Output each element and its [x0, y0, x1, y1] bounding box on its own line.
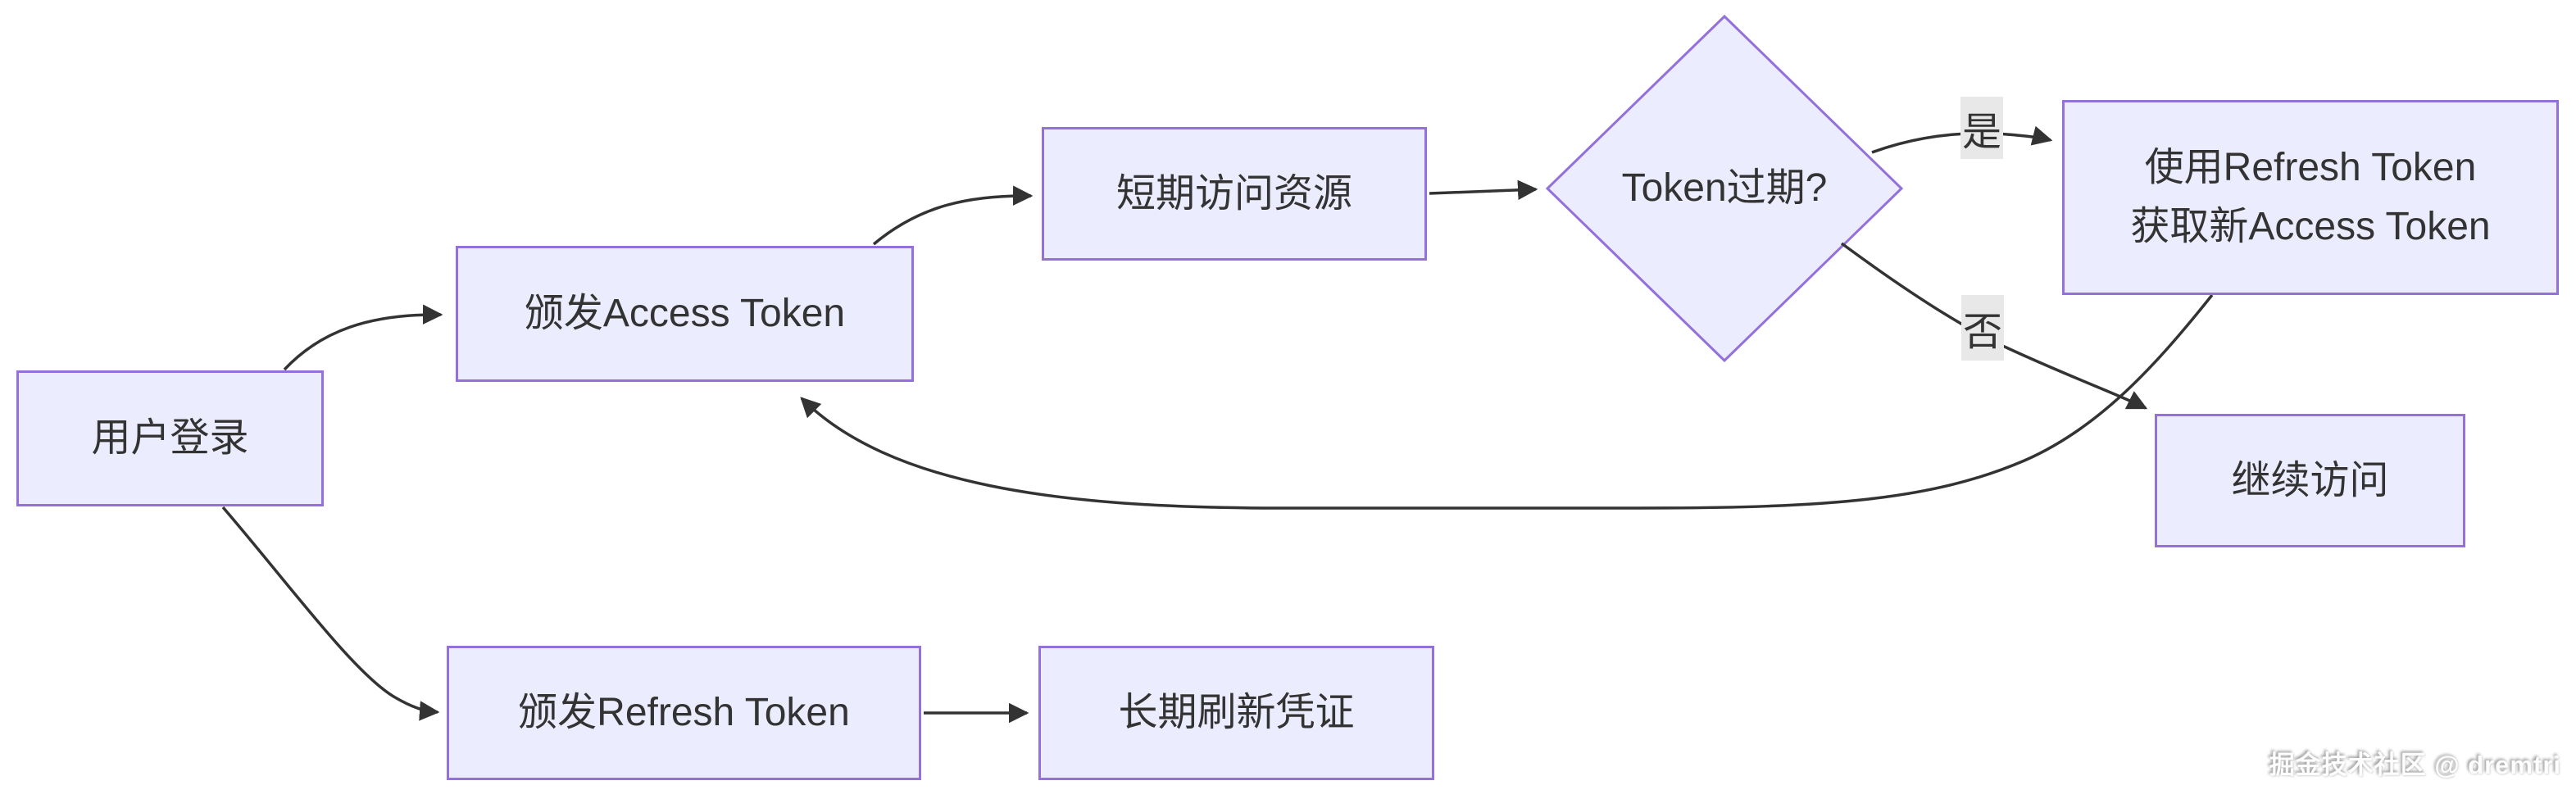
node-issue-access-token-label: 颁发Access Token [524, 292, 846, 335]
node-token-expired-label: Token过期? [1621, 166, 1828, 210]
edge-label-yes-text: 是 [1961, 111, 2001, 154]
edge-label-no-text: 否 [1962, 311, 2002, 354]
node-short-term-resource-label: 短期访问资源 [1115, 171, 1352, 216]
node-use-refresh-token-line1: 使用Refresh Token [2144, 146, 2477, 189]
token-expired-diamond-shape [1545, 14, 1904, 363]
node-issue-refresh-token-label: 颁发Refresh Token [518, 691, 850, 734]
node-long-term-credential: 长期刷新凭证 [1038, 646, 1434, 780]
edge-label-yes: 是 [1960, 97, 2003, 159]
node-use-refresh-token-label: 使用Refresh Token 获取新Access Token [2130, 138, 2490, 256]
node-use-refresh-token-line2: 获取新Access Token [2130, 205, 2491, 248]
edge-user-login-to-issue-refresh-token [221, 506, 440, 721]
edge-label-no: 否 [1961, 295, 2004, 361]
node-user-login-label: 用户登录 [91, 416, 249, 460]
node-continue-access: 继续访问 [2155, 414, 2465, 547]
node-continue-access-label: 继续访问 [2231, 458, 2389, 502]
node-token-expired-label-box: Token过期? [1547, 107, 1901, 270]
edge-user-login-to-issue-access-token [283, 304, 443, 371]
edge-token-expired-no-to-continue-access [1840, 242, 2148, 410]
edge-use-refresh-token-back-to-issue-access-token [800, 293, 2214, 510]
node-short-term-resource: 短期访问资源 [1042, 127, 1427, 261]
node-user-login: 用户登录 [16, 370, 324, 506]
node-long-term-credential-label: 长期刷新凭证 [1118, 691, 1355, 734]
node-issue-access-token: 颁发Access Token [456, 246, 914, 382]
node-issue-refresh-token: 颁发Refresh Token [447, 646, 921, 780]
node-use-refresh-token: 使用Refresh Token 获取新Access Token [2062, 100, 2559, 295]
edge-issue-access-token-to-short-term-resource [872, 185, 1034, 246]
edge-short-term-resource-to-token-expired [1429, 179, 1538, 201]
watermark: 掘金技术社区 @ dremtri [2269, 751, 2561, 779]
